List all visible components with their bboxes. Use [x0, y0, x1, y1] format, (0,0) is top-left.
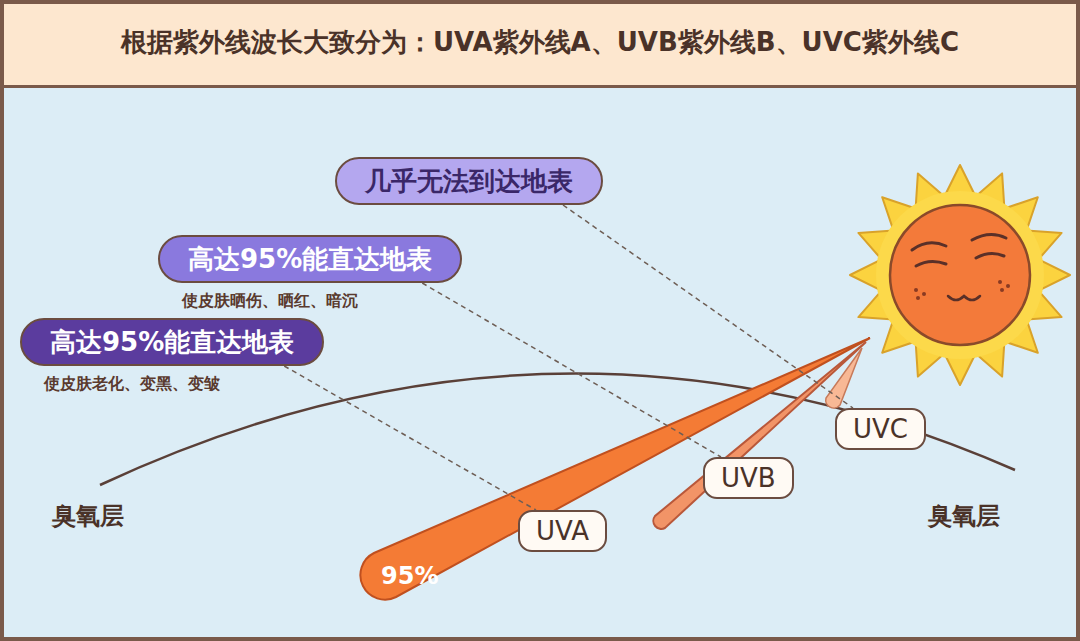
- sun-eye: [916, 261, 946, 266]
- uva-note-pill: 高达95%能直达地表使皮肤老化、变黑、变皱: [20, 318, 324, 366]
- title-band: 根据紫外线波长大致分为：UVA紫外线A、UVB紫外线B、UVC紫外线C: [0, 0, 1080, 88]
- effect-caption: 使皮肤晒伤、晒红、暗沉: [182, 291, 358, 312]
- sun-brow: [912, 243, 946, 250]
- ozone-layer-arc: [100, 374, 1015, 485]
- sun-rays: [850, 165, 1070, 385]
- ozone-label: 臭氧层: [928, 500, 1000, 532]
- uvc-note-pill: 几乎无法到达地表: [335, 157, 603, 205]
- node-text: UVC: [853, 414, 908, 444]
- ozone-label: 臭氧层: [52, 500, 124, 532]
- uv-type-label: UVC: [835, 408, 926, 450]
- uv-type-label: UVA: [518, 510, 607, 552]
- node-text: 高达95%能直达地表: [50, 325, 294, 360]
- sun-smile: [948, 296, 980, 300]
- node-text: 高达95%能直达地表: [188, 242, 432, 277]
- sun: [850, 165, 1070, 385]
- sun-eye: [976, 253, 1004, 258]
- sun-face: [890, 205, 1030, 345]
- leader-connector: [563, 205, 853, 408]
- uva-beam: [360, 338, 870, 600]
- sun-freckles: [914, 280, 1010, 300]
- leader-connector: [422, 283, 721, 457]
- percent-label: 95%: [381, 562, 438, 590]
- node-text: UVB: [721, 463, 776, 493]
- node-text: UVA: [536, 516, 589, 546]
- uvc-beam: [826, 348, 862, 408]
- title: 根据紫外线波长大致分为：UVA紫外线A、UVB紫外线B、UVC紫外线C: [121, 25, 959, 60]
- node-text: 几乎无法到达地表: [365, 164, 573, 199]
- uvb-note-pill: 高达95%能直达地表使皮肤晒伤、晒红、暗沉: [158, 235, 462, 283]
- leader-connector: [284, 366, 536, 510]
- effect-caption: 使皮肤老化、变黑、变皱: [44, 374, 220, 395]
- sun-brow: [972, 234, 1006, 240]
- sun-disc: [876, 191, 1044, 359]
- uv-type-label: UVB: [703, 457, 794, 499]
